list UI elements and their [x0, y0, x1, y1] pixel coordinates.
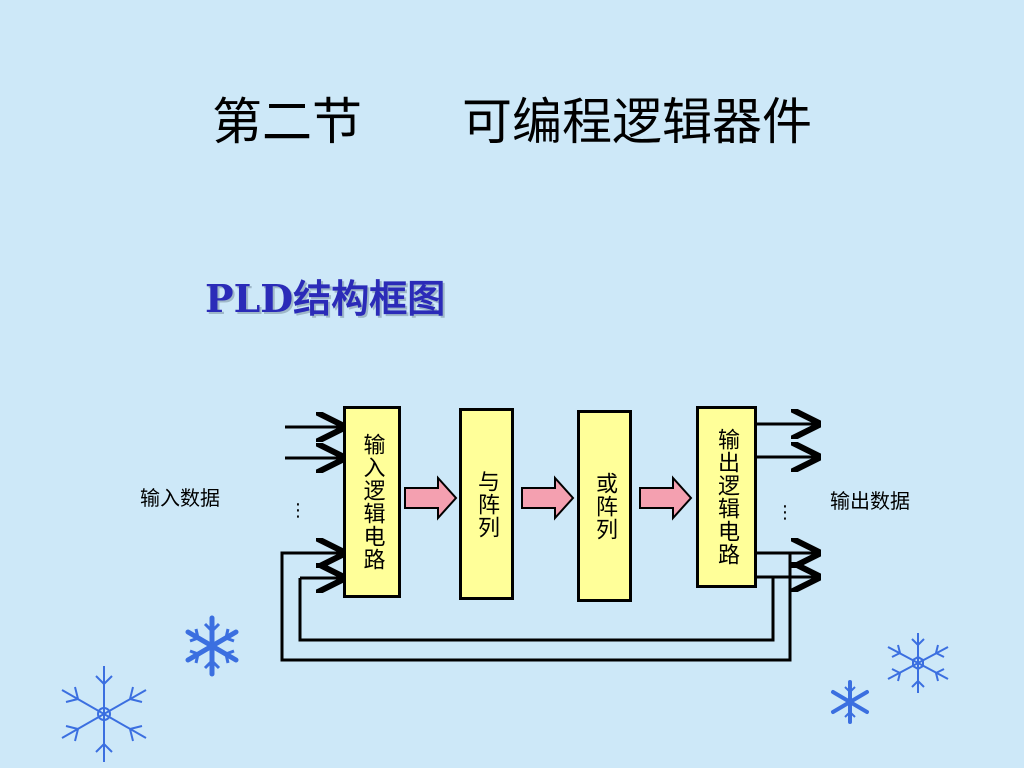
input-data-label: 输入数据 [140, 486, 220, 510]
snowflake-icon [831, 680, 869, 724]
input-ellipsis: ⋮ [289, 500, 307, 521]
diagram-subtitle: PLD结构框图 [205, 276, 446, 321]
block-output-logic: 输出逻辑电路 [696, 406, 757, 588]
flow-arrow-1 [404, 475, 458, 521]
block-input-logic: 输入逻辑电路 [343, 406, 401, 598]
feedback-loop-outer [280, 551, 792, 662]
flow-arrow-2 [521, 475, 575, 521]
flow-arrow-3 [639, 475, 693, 521]
snowflake-icon [61, 666, 147, 762]
slide-title: 第二节 可编程逻辑器件 [212, 93, 812, 151]
snowflake-icon [185, 615, 239, 677]
output-ellipsis: ⋮ [776, 502, 794, 523]
block-output-logic-label: 输出逻辑电路 [714, 428, 739, 566]
feedback-loop-inner [298, 577, 775, 642]
snowflake-icon [887, 633, 949, 693]
block-and-array-label: 与阵列 [474, 469, 499, 539]
block-input-logic-label: 输入逻辑电路 [359, 433, 385, 571]
block-and-array: 与阵列 [459, 408, 514, 600]
block-or-array-label: 或阵列 [592, 471, 617, 541]
output-data-label: 输出数据 [830, 489, 910, 513]
block-or-array: 或阵列 [577, 410, 632, 602]
